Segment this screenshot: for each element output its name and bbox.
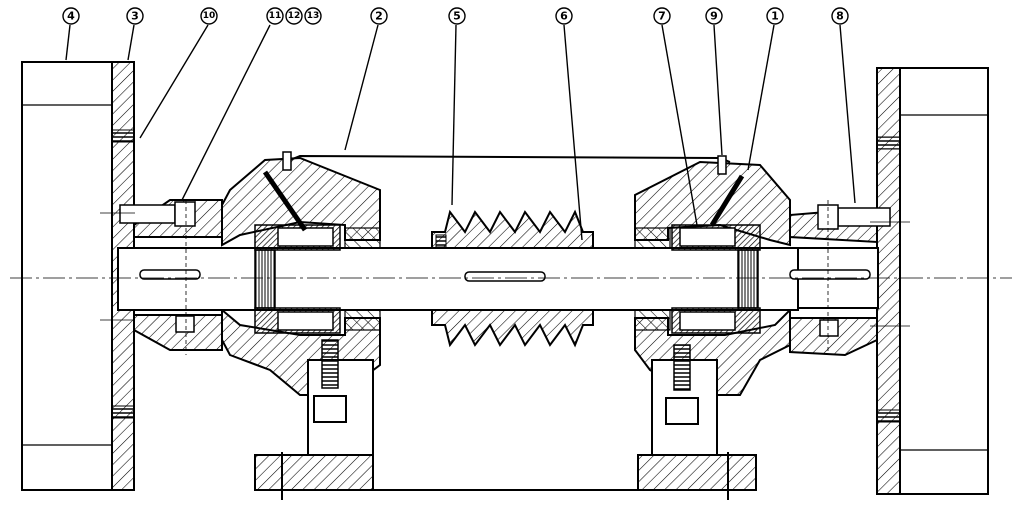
svg-text:4: 4 (67, 10, 75, 23)
callout-5: 5 (448, 7, 466, 25)
svg-text:11: 11 (269, 11, 282, 21)
callout-11: 11 (266, 7, 284, 25)
grease-nipples (262, 151, 745, 232)
callout-12: 12 (285, 7, 303, 25)
right-mounting-plate (876, 67, 901, 495)
callout-3: 3 (126, 7, 144, 25)
center-lines (10, 200, 1012, 355)
right-flange-disc (899, 67, 989, 495)
callout-8: 8 (831, 7, 849, 25)
callout-9: 9 (705, 7, 723, 25)
tension-bolts (313, 339, 699, 425)
svg-text:13: 13 (307, 11, 320, 21)
svg-text:9: 9 (710, 10, 718, 23)
callout-6: 6 (555, 7, 573, 25)
svg-text:10: 10 (203, 11, 216, 21)
svg-text:6: 6 (560, 10, 568, 23)
callout-1: 1 (766, 7, 784, 25)
svg-text:5: 5 (453, 10, 461, 23)
callout-4: 4 (62, 7, 80, 25)
svg-text:2: 2 (375, 10, 383, 23)
callout-13: 13 (304, 7, 322, 25)
svg-text:1: 1 (771, 10, 779, 23)
v-belt-pulley (431, 209, 594, 348)
housing-cover (289, 154, 731, 163)
callout-7: 7 (653, 7, 671, 25)
leader-lines (65, 24, 856, 241)
callout-2: 2 (370, 7, 388, 25)
base-frame (254, 452, 757, 500)
svg-text:8: 8 (836, 10, 844, 23)
main-shaft (117, 247, 879, 311)
left-coupling-hub (119, 199, 223, 351)
right-tapered-bearing (671, 224, 761, 334)
svg-text:12: 12 (288, 11, 301, 21)
svg-text:3: 3 (131, 10, 139, 23)
seal-rings (344, 227, 671, 331)
left-tapered-bearing (254, 224, 341, 334)
callout-10: 10 (200, 7, 218, 25)
left-flange-disc (21, 61, 113, 491)
svg-text:7: 7 (658, 10, 666, 23)
